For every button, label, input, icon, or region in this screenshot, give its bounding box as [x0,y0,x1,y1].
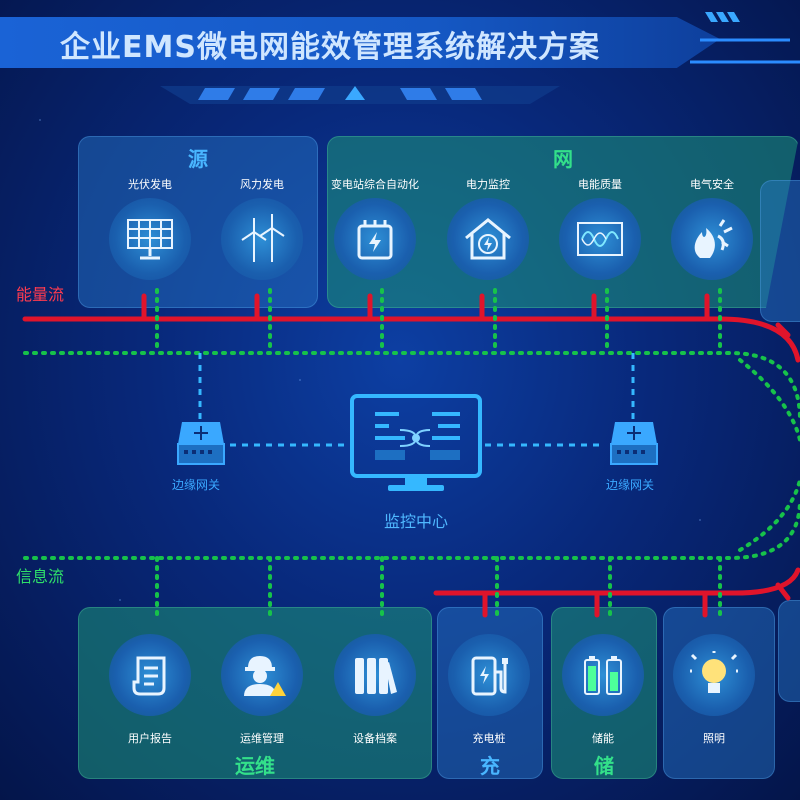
info-flow-label: 信息流 [16,567,65,586]
waveform-icon [559,198,641,280]
energy-flow-label: 能量流 [16,285,65,304]
node-wind[interactable]: 风力发电 [212,176,312,280]
node-energy-storage[interactable]: 储能 [553,628,653,746]
node-solar[interactable]: 光伏发电 [100,176,200,280]
node-power-quality[interactable]: 电能质量 [550,176,650,280]
node-wind-label: 风力发电 [240,178,284,191]
page-title: 企业EMS微电网能效管理系统解决方案 [60,30,600,65]
battery-icon [562,634,644,716]
node-user-report-label: 用户报告 [128,732,172,745]
node-device-archive-label: 设备档案 [353,732,397,745]
panel-operations-title: 运维 [235,754,275,778]
title-bar [0,16,720,68]
panel-source-title: 源 [188,147,208,171]
node-energy-storage-label: 储能 [592,732,614,745]
fire-safety-icon [671,198,753,280]
node-charging-pile[interactable]: 充电桩 [439,628,539,746]
node-power-quality-label: 电能质量 [578,178,622,191]
gateway-right-label: 边缘网关 [606,478,655,492]
header-decoration [160,12,800,104]
node-substation[interactable]: 变电站综合自动化 [325,176,425,280]
node-lighting-label: 照明 [703,732,725,745]
charging-pile-icon [448,634,530,716]
node-solar-label: 光伏发电 [128,178,172,191]
panel-charging-title: 充 [480,754,500,778]
node-ops-management[interactable]: 运维管理 [212,628,312,746]
panel-storage-title: 储 [594,754,614,778]
node-electrical-safety-label: 电气安全 [690,178,734,191]
node-power-monitor[interactable]: 电力监控 [438,176,538,280]
solar-panel-icon [109,198,191,280]
monitor-center-label: 监控中心 [383,512,448,531]
node-device-archive[interactable]: 设备档案 [325,628,425,746]
archive-binders-icon [334,634,416,716]
engineer-icon [221,634,303,716]
gateway-left-label: 边缘网关 [172,478,221,492]
node-charging-pile-label: 充电桩 [472,732,506,745]
node-electrical-safety[interactable]: 电气安全 [662,176,762,280]
node-ops-management-label: 运维管理 [240,732,284,745]
light-bulb-icon [673,634,755,716]
node-lighting[interactable]: 照明 [664,628,764,746]
panel-right-edge-bottom [778,600,800,702]
node-power-monitor-label: 电力监控 [466,178,510,191]
panel-grid-title: 网 [553,147,573,171]
report-scroll-icon [109,634,191,716]
panel-right-edge [760,180,800,322]
wind-turbine-icon [221,198,303,280]
substation-icon [334,198,416,280]
node-substation-label: 变电站综合自动化 [331,178,419,191]
node-user-report[interactable]: 用户报告 [100,628,200,746]
house-power-icon [447,198,529,280]
